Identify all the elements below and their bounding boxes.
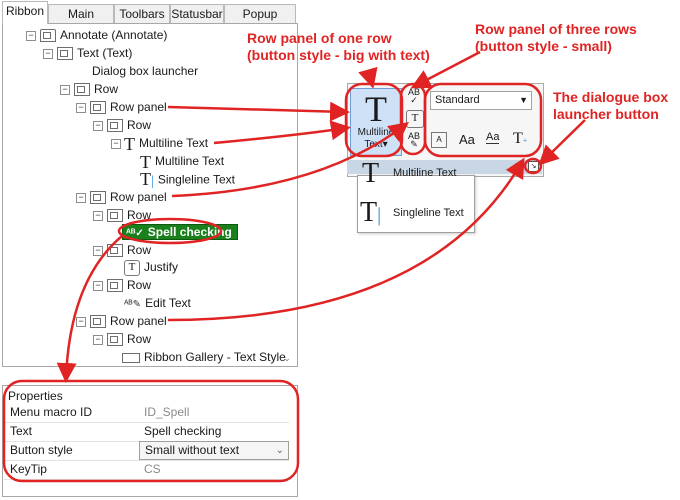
- tree-item-singleline-text-option[interactable]: T|Singleline Text: [140, 169, 235, 189]
- collapse-toggle[interactable]: −: [93, 246, 103, 256]
- chevron-down-icon: ⌄: [275, 445, 284, 456]
- row-folder-icon: [107, 333, 123, 347]
- ribbon-panel-title-bar: [347, 160, 542, 174]
- callout-row-three: Row panel of three rows (button style - …: [475, 21, 637, 54]
- justify-icon: T: [124, 259, 140, 276]
- dialog-launcher-icon[interactable]: ↘: [528, 161, 539, 172]
- collapse-toggle[interactable]: −: [76, 193, 86, 203]
- collapse-toggle[interactable]: −: [93, 281, 103, 291]
- justify-icon[interactable]: T: [406, 110, 424, 128]
- collapse-toggle[interactable]: −: [43, 49, 53, 59]
- font-aa-icon[interactable]: Aa: [459, 132, 475, 147]
- properties-title: Properties: [8, 389, 63, 403]
- tab-toolbars[interactable]: Toolbars: [114, 4, 170, 23]
- scroll-down-arrow-icon[interactable]: ⌄: [283, 353, 291, 363]
- row-folder-icon: [107, 119, 123, 133]
- tree-item-row[interactable]: Row: [107, 330, 151, 348]
- callout-row-one: Row panel of one row (button style - big…: [247, 30, 430, 63]
- row-panel-folder-icon: [90, 315, 106, 329]
- text-style-select[interactable]: Standard ▼: [430, 91, 532, 110]
- spell-check-icon: ᴬᴮ✓: [126, 228, 144, 239]
- tree-item-row-panel[interactable]: Row panel: [90, 98, 167, 116]
- font-aa-underline-icon[interactable]: Aa: [486, 131, 500, 144]
- tree-item-row[interactable]: Row: [107, 116, 151, 134]
- text-t-icon: T: [124, 133, 135, 154]
- tree-item-dialog-launcher[interactable]: Dialog box launcher: [92, 64, 199, 78]
- row-panel-folder-icon: [90, 191, 106, 205]
- dropdown-item-singleline[interactable]: Singleline Text: [393, 207, 464, 219]
- row-panel-folder-icon: [90, 101, 106, 115]
- property-row-button-style[interactable]: Button style Small without text ⌄: [4, 441, 289, 461]
- dropdown-arrow-icon: ▼: [519, 95, 528, 105]
- collapse-toggle[interactable]: −: [93, 121, 103, 131]
- text-add-icon[interactable]: T+: [513, 130, 528, 147]
- text-t-icon: T: [365, 89, 387, 129]
- text-t-icon: T: [140, 151, 151, 172]
- tree-item-annotate[interactable]: Annotate (Annotate): [40, 26, 167, 44]
- collapse-toggle[interactable]: −: [76, 103, 86, 113]
- tree-item-row[interactable]: Row: [107, 206, 151, 224]
- collapse-toggle[interactable]: −: [111, 139, 121, 149]
- tree-item-ribbon-gallery[interactable]: Ribbon Gallery - Text Style: [122, 348, 286, 366]
- collapse-toggle[interactable]: −: [76, 317, 86, 327]
- edit-text-icon: ᴬᴮ✎: [124, 299, 142, 310]
- spell-check-icon[interactable]: AB✓: [407, 87, 420, 105]
- tree-item-row[interactable]: Row: [74, 80, 118, 98]
- highlight-properties: [2, 379, 300, 483]
- highlight-gallery: [423, 82, 543, 158]
- highlight-spell-checking: [117, 217, 223, 245]
- button-style-select[interactable]: Small without text ⌄: [139, 441, 289, 460]
- row-folder-icon: [74, 83, 90, 97]
- tree-item-row[interactable]: Row: [107, 276, 151, 294]
- tree-item-row-panel[interactable]: Row panel: [90, 188, 167, 206]
- edit-text-icon[interactable]: AB✎: [407, 131, 420, 149]
- tab-statusbar[interactable]: Statusbar: [170, 4, 224, 23]
- selected-item[interactable]: ᴬᴮ✓Spell checking: [122, 224, 238, 240]
- tab-ribbon[interactable]: Ribbon: [2, 1, 48, 24]
- property-row-keytip[interactable]: KeyTip CS: [4, 460, 289, 480]
- tree-item-text-tab[interactable]: Text (Text): [57, 44, 132, 62]
- callout-launcher: The dialogue box launcher button: [553, 89, 669, 122]
- highlight-small-buttons: [399, 82, 427, 156]
- collapse-toggle[interactable]: −: [26, 31, 36, 41]
- collapse-toggle[interactable]: −: [60, 85, 70, 95]
- tree-item-edit-text[interactable]: ᴬᴮ✎Edit Text: [124, 296, 191, 310]
- dropdown-item-multiline[interactable]: Multiline Text: [393, 167, 457, 179]
- collapse-toggle[interactable]: −: [93, 335, 103, 345]
- multiline-text-icon: T: [362, 158, 380, 189]
- row-folder-icon: [107, 209, 123, 223]
- panel-folder-icon: [57, 47, 73, 61]
- singleline-text-icon: T|: [360, 197, 382, 228]
- tree-item-row-panel[interactable]: Row panel: [90, 312, 167, 330]
- tree-item-spell-checking[interactable]: ᴬᴮ✓Spell checking: [122, 223, 238, 241]
- text-value-field[interactable]: Spell checking: [144, 424, 222, 438]
- dropdown-arrow-icon: ▾: [382, 139, 388, 150]
- tree-item-row[interactable]: Row: [107, 241, 151, 259]
- ribbon-tree[interactable]: [2, 23, 298, 367]
- collapse-toggle[interactable]: −: [93, 211, 103, 221]
- singleline-text-icon: T|: [140, 169, 154, 189]
- highlight-launcher: [523, 157, 543, 175]
- row-folder-icon: [107, 279, 123, 293]
- property-row-macro-id[interactable]: Menu macro ID ID_Spell: [4, 403, 289, 423]
- tab-folder-icon: [40, 29, 56, 43]
- multiline-dropdown-menu: [357, 175, 475, 233]
- text-style-icon[interactable]: A: [431, 132, 447, 148]
- gallery-icon: [122, 352, 140, 363]
